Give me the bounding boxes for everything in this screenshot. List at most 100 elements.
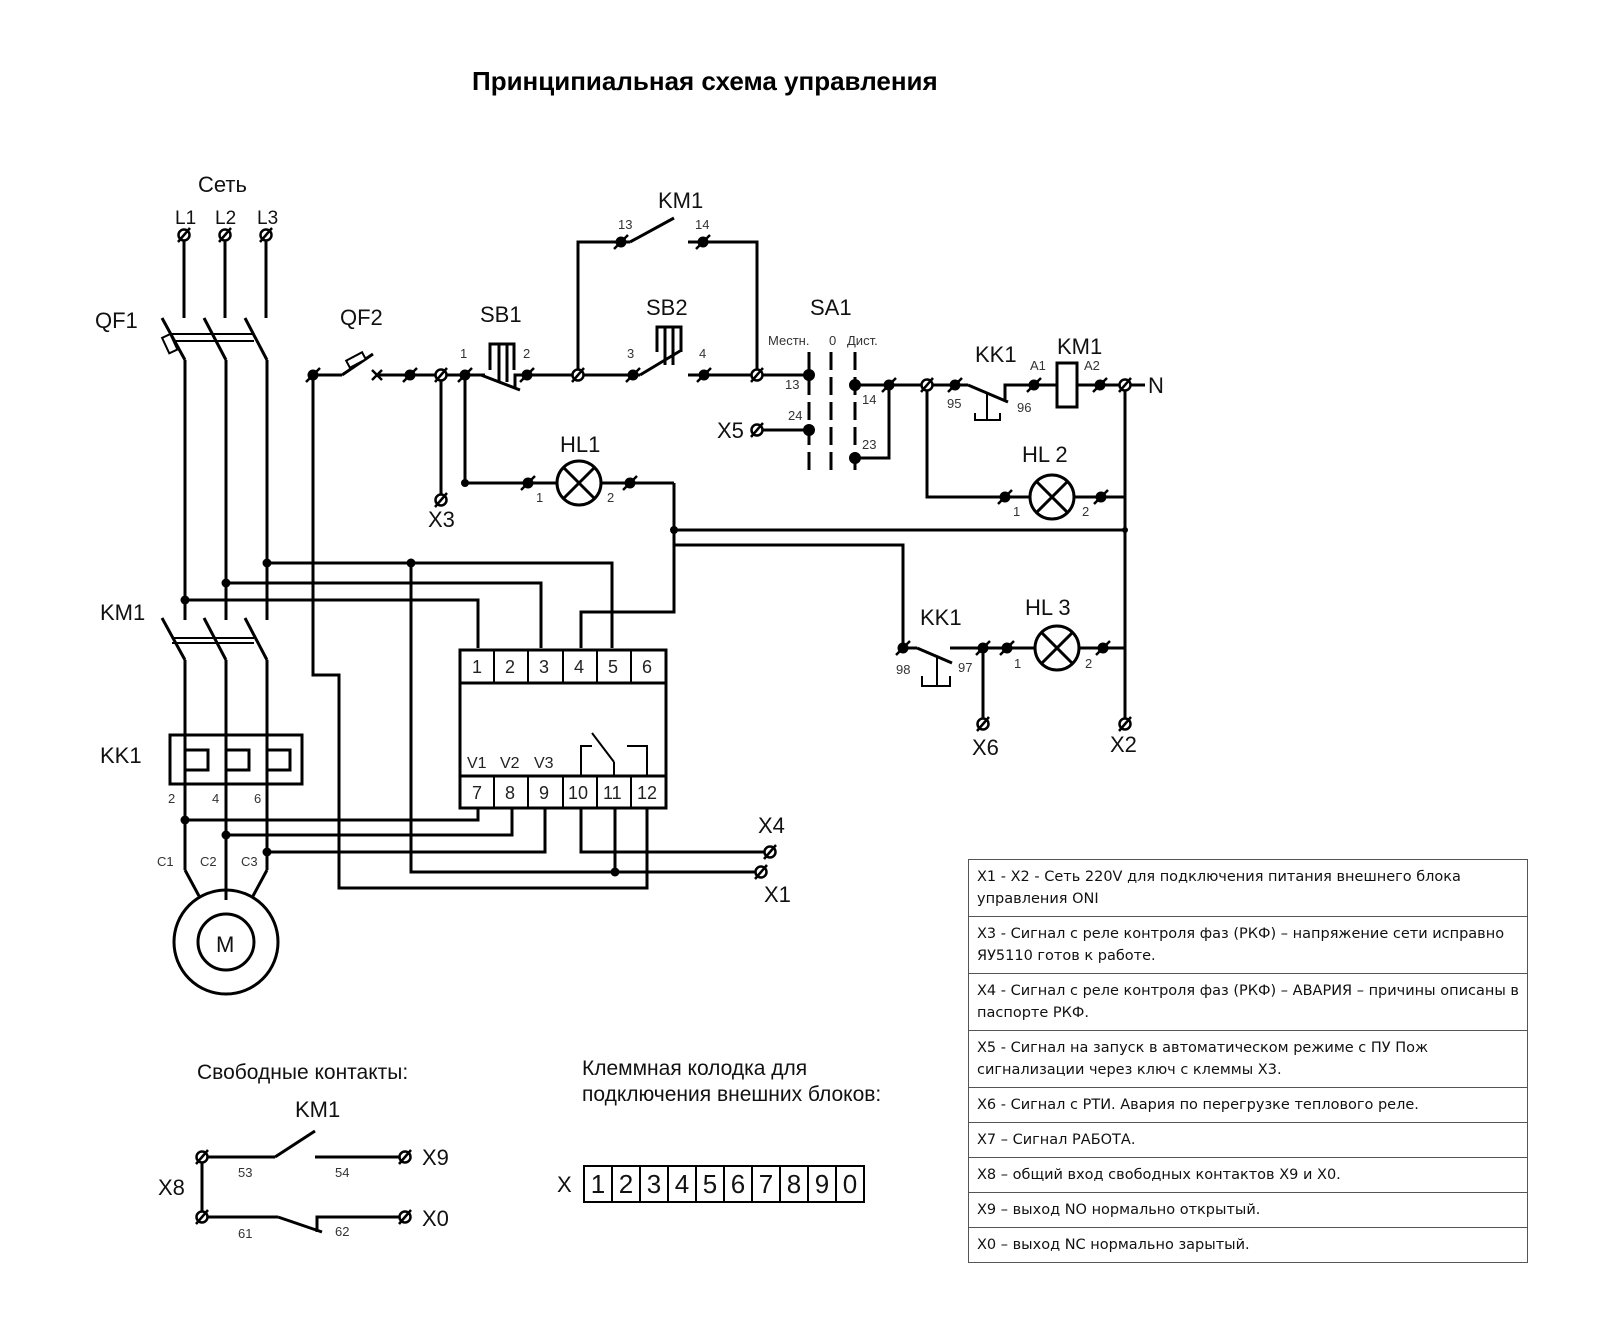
sa1-pin-24: 24	[788, 408, 802, 423]
relay-pin-4: 4	[574, 657, 584, 677]
terminal-cell: 5	[697, 1167, 725, 1201]
label-QF1: QF1	[95, 308, 138, 333]
terminal-cell: 0	[842, 1169, 858, 1199]
km1-pin-a1: A1	[1030, 358, 1046, 373]
legend-row: X7 – Сигнал РАБОТА.	[969, 1123, 1527, 1158]
label-L2: L2	[215, 208, 236, 229]
legend-row: X0 – выход NC нормально зарытый.	[969, 1228, 1527, 1263]
terminal-X8-b	[194, 1208, 210, 1226]
motor-C1: C1	[157, 854, 174, 869]
terminal-X1	[753, 863, 769, 881]
phase-control-relay	[458, 648, 668, 810]
legend-row: X1 - X2 - Сеть 220V для подключения пита…	[969, 860, 1527, 917]
terminal	[749, 366, 765, 384]
kk1-pin-4: 4	[212, 791, 219, 806]
diagram-title: Принципиальная схема управления	[472, 66, 938, 96]
label-X1: X1	[764, 882, 791, 907]
terminal-hl2-1	[996, 488, 1014, 506]
free-pin-53: 53	[238, 1165, 252, 1180]
free-pin-54: 54	[335, 1165, 349, 1180]
selector-switch-SA1	[807, 352, 857, 475]
terminal-block-title-line2: подключения внешних блоков:	[582, 1083, 882, 1106]
legend-row: X6 - Сигнал с РТИ. Авария по перегрузке …	[969, 1088, 1527, 1123]
terminal-cell: 2	[613, 1167, 641, 1201]
label-KM1-coil: KM1	[1057, 334, 1102, 359]
terminal	[570, 366, 586, 384]
legend-row: X9 – выход NO нормально открытый.	[969, 1193, 1527, 1228]
sa1-zero: 0	[829, 333, 836, 348]
breaker-QF1	[160, 240, 269, 620]
terminal-cell: 9	[809, 1167, 837, 1201]
terminal	[401, 366, 419, 384]
label-SB1: SB1	[480, 302, 522, 327]
hl3-pin-1: 1	[1014, 656, 1021, 671]
relay-pin-6: 6	[642, 657, 652, 677]
relay-pin-10: 10	[568, 783, 588, 803]
terminal-km1-14	[694, 233, 712, 251]
label-QF2: QF2	[340, 305, 383, 330]
motor-C3: C3	[241, 854, 258, 869]
hl2-pin-1: 1	[1013, 504, 1020, 519]
label-X9: X9	[422, 1145, 449, 1170]
free-contacts-title: Свободные контакты:	[197, 1061, 409, 1084]
label-SA1: SA1	[810, 295, 852, 320]
terminal-L1	[176, 226, 192, 244]
sa1-pin-13: 13	[785, 377, 799, 392]
label-KK1-nc: KK1	[975, 342, 1017, 367]
label-SB2: SB2	[646, 295, 688, 320]
terminal-hl2-2	[1092, 488, 1110, 506]
kk1-pin-2: 2	[168, 791, 175, 806]
terminal-qf2-in	[304, 366, 322, 384]
hl1-pin-1: 1	[536, 490, 543, 505]
hl3-branch	[674, 543, 1125, 722]
terminal-X3	[433, 491, 449, 509]
relay-label-V2: V2	[500, 755, 520, 772]
km1-pin-13: 13	[618, 217, 632, 232]
terminal-X0	[397, 1208, 413, 1226]
relay-pin-1: 1	[472, 657, 482, 677]
relay-pin-5: 5	[608, 657, 618, 677]
sa1-local: Местн.	[768, 333, 809, 348]
terminal-N	[1117, 376, 1133, 394]
terminal-kk1-97	[974, 639, 992, 657]
sb2-pin-4: 4	[699, 346, 706, 361]
label-N: N	[1148, 373, 1164, 398]
kk1-pin-6: 6	[254, 791, 261, 806]
legend-row: X4 - Сигнал с реле контроля фаз (РКФ) – …	[969, 974, 1527, 1031]
terminal-L3	[258, 226, 274, 244]
relay-label-V3: V3	[534, 755, 554, 772]
legend-row: X5 - Сигнал на запуск в автоматическом р…	[969, 1031, 1527, 1088]
relay-pin-9: 9	[539, 783, 549, 803]
label-KK1-thermal: KK1	[100, 743, 142, 768]
terminal-cell: 8	[781, 1167, 809, 1201]
terminal-hl3-2	[1094, 639, 1112, 657]
terminal-cell: 4	[669, 1167, 697, 1201]
relay-pin-8: 8	[505, 783, 515, 803]
label-X8: X8	[158, 1175, 185, 1200]
coil-KM1	[1055, 361, 1145, 722]
relay-pin-12: 12	[637, 783, 657, 803]
terminal-X5	[749, 421, 765, 439]
terminal-X9	[397, 1148, 413, 1166]
terminal-km1-a2	[1091, 376, 1109, 394]
label-network: Сеть	[198, 172, 247, 197]
phase-relay-wiring	[185, 375, 1125, 890]
lamp-HL1	[555, 459, 603, 507]
terminal-hl1-1	[519, 474, 537, 492]
label-X6: X6	[972, 735, 999, 760]
free-contacts-device: KM1	[295, 1097, 340, 1122]
terminal-cell: 7	[753, 1167, 781, 1201]
legend-table: X1 - X2 - Сеть 220V для подключения пита…	[968, 859, 1528, 1263]
terminal-kk1-95	[946, 376, 964, 394]
label-KM1-main: KM1	[100, 600, 145, 625]
sb1-pin-2: 2	[523, 346, 530, 361]
terminal-cell: 1	[585, 1167, 613, 1201]
terminal-block-title: Клеммная колодка для подключения внешних…	[582, 1056, 881, 1108]
relay-pin-3: 3	[539, 657, 549, 677]
label-X4: X4	[758, 813, 785, 838]
legend-row: X3 - Сигнал с реле контроля фаз (РКФ) – …	[969, 917, 1527, 974]
kk1-pin-97: 97	[958, 660, 972, 675]
terminal-block-prefix: X	[557, 1172, 572, 1197]
label-HL1: HL1	[560, 432, 600, 457]
